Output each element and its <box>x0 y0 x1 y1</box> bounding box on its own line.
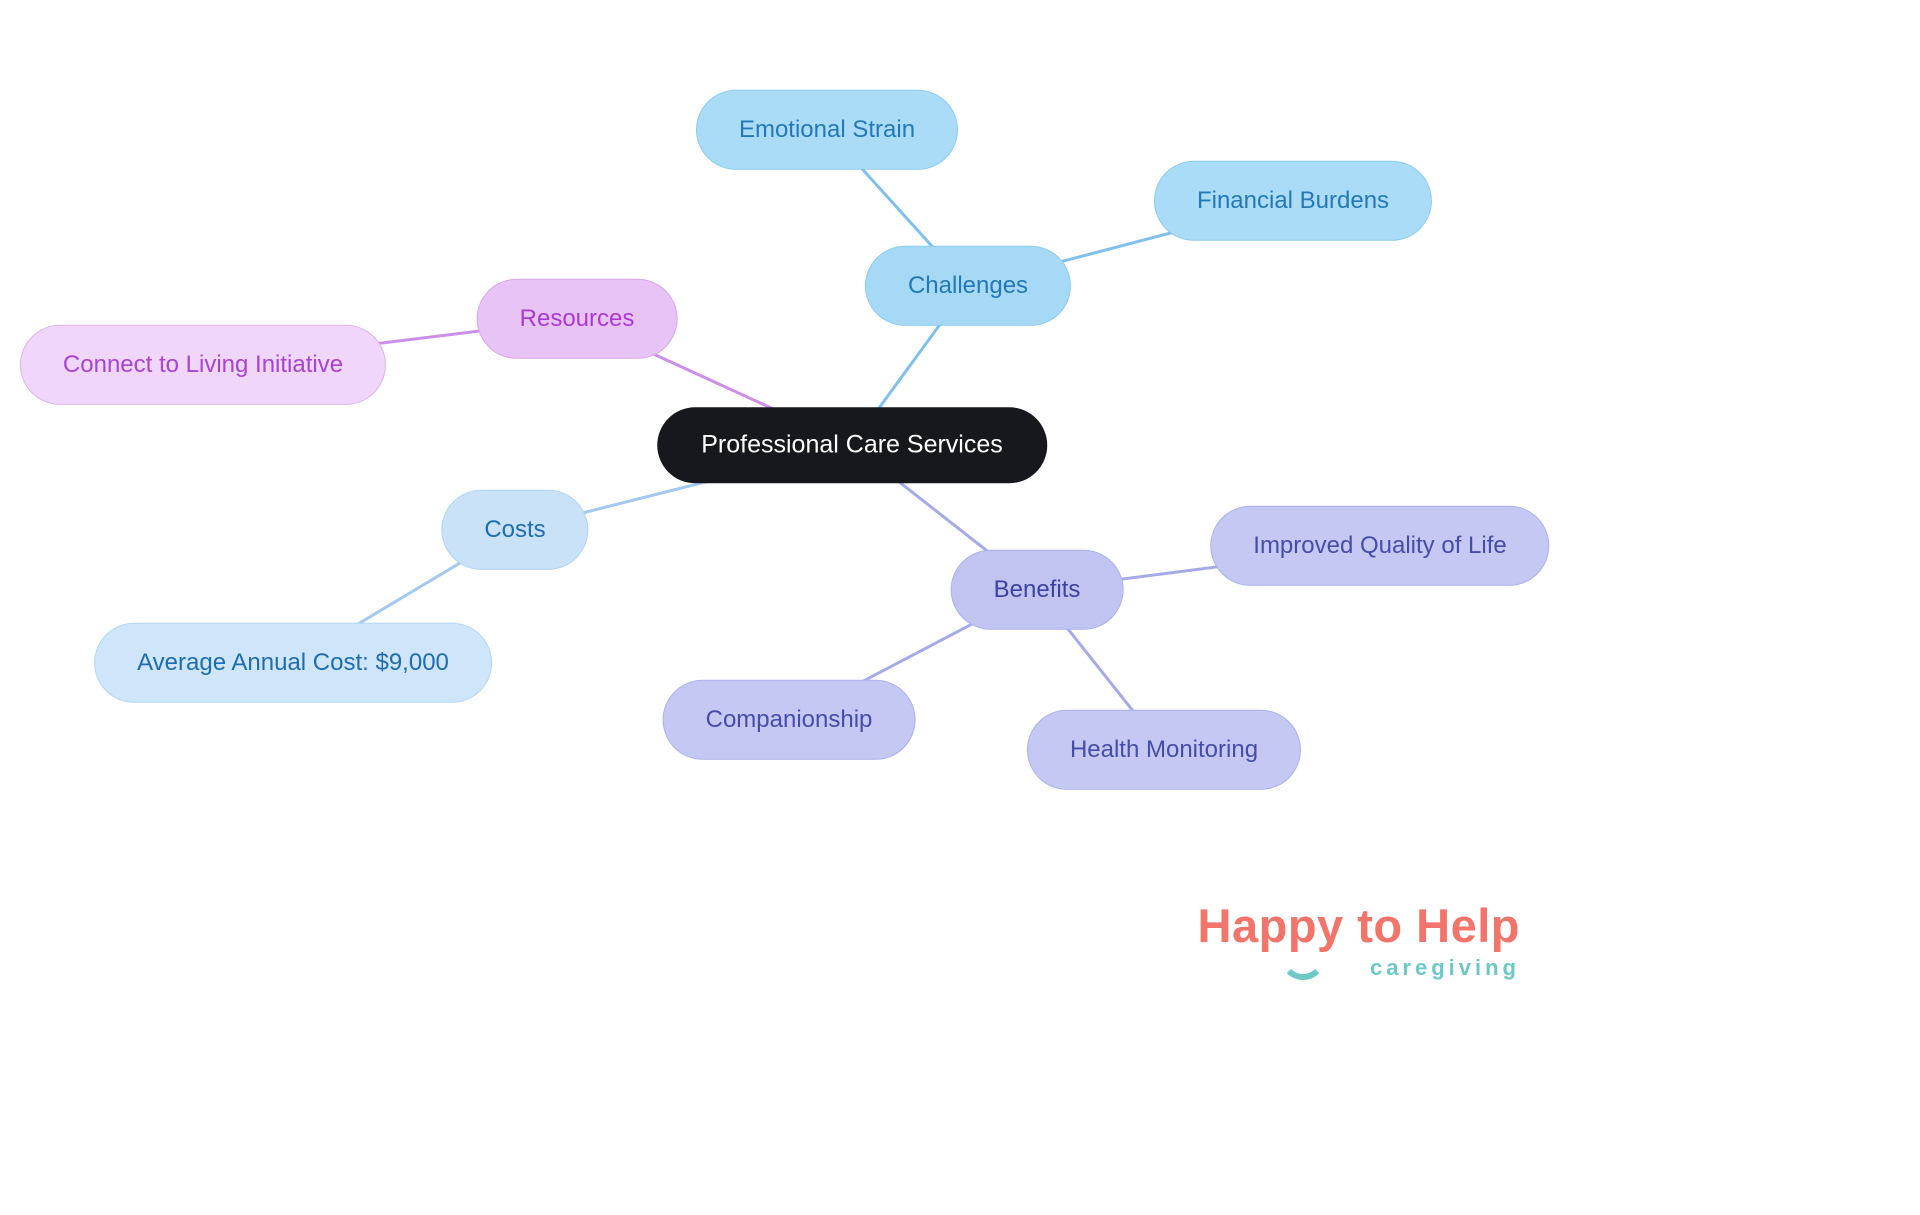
mindmap-node-financial-burdens: Financial Burdens <box>1153 160 1433 242</box>
mindmap-node-companionship: Companionship <box>662 679 916 761</box>
mindmap-node-emotional-strain: Emotional Strain <box>695 89 959 171</box>
mindmap-node-costs: Costs <box>441 489 589 571</box>
mindmap-node-professional-care-services: Professional Care Services <box>657 407 1047 483</box>
brand-title: Happy to Help <box>1197 899 1520 952</box>
mindmap-node-resources: Resources <box>476 278 678 360</box>
mindmap-node-average-annual-cost: Average Annual Cost: $9,000 <box>94 622 492 704</box>
smile-icon <box>1279 934 1326 980</box>
mindmap-node-improved-quality-of-life: Improved Quality of Life <box>1210 505 1550 587</box>
brand-subtitle: caregiving <box>1369 955 1520 980</box>
mindmap-node-connect-to-living-initiative: Connect to Living Initiative <box>19 324 387 406</box>
brand-logo: Happy to Help caregiving <box>1198 898 1520 981</box>
mindmap-node-benefits: Benefits <box>950 549 1124 631</box>
mindmap-node-challenges: Challenges <box>864 245 1072 327</box>
mindmap-node-health-monitoring: Health Monitoring <box>1026 709 1302 791</box>
